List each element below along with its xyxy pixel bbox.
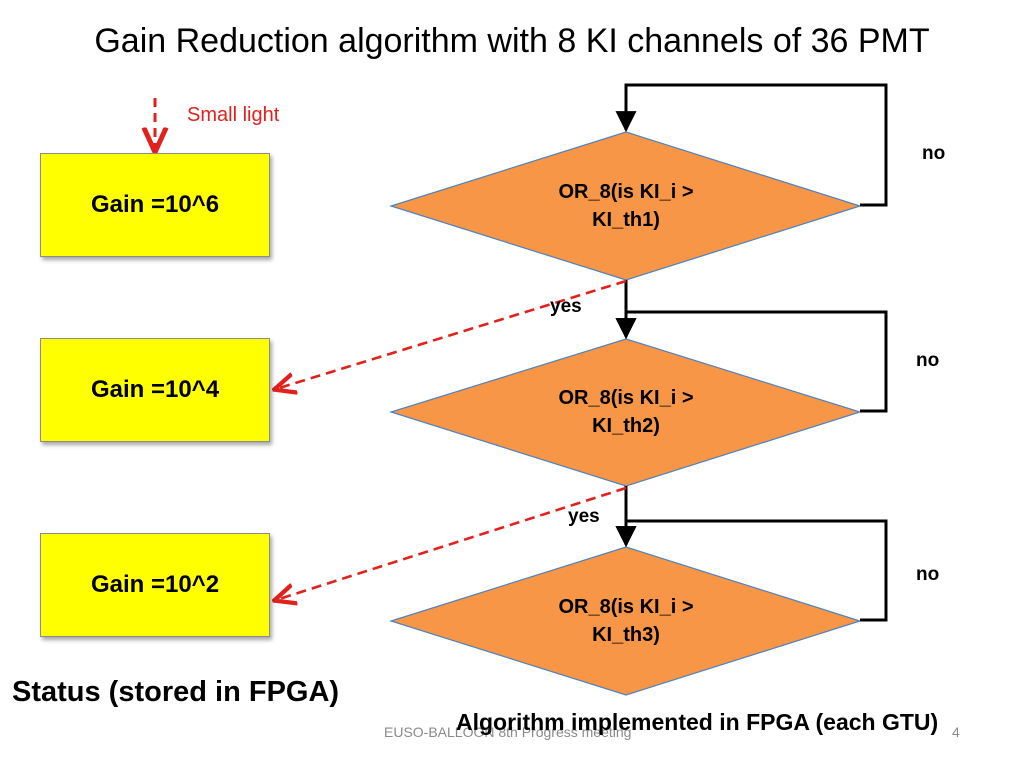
gain-box-3: Gain =10^2	[40, 533, 270, 637]
branch-label-yes-2: yes	[568, 506, 600, 527]
branch-label-yes-1: yes	[550, 296, 582, 317]
decision-1-line1: OR_8(is KI_i >	[558, 181, 694, 203]
gain-box-1: Gain =10^6	[40, 153, 270, 257]
decision-label-2: OR_8(is KI_i > KI_th2)	[526, 384, 726, 440]
decision-label-3: OR_8(is KI_i > KI_th3)	[526, 593, 726, 649]
decision-diamond-3	[389, 546, 862, 696]
decision-1-line2: KI_th1)	[592, 209, 660, 231]
small-light-label: Small light	[187, 104, 280, 126]
decision-2-line2: KI_th2)	[592, 415, 660, 437]
algorithm-label: Algorithm implemented in FPGA (each GTU)	[456, 709, 939, 735]
decision-3-line1: OR_8(is KI_i >	[558, 596, 694, 618]
dashed-arrow-to-gain-2	[276, 279, 627, 389]
decision-2-line1: OR_8(is KI_i >	[558, 387, 694, 409]
loop-no-1	[615, 83, 888, 207]
branch-label-no-3: no	[916, 564, 940, 585]
footer-text: EUSO-BALLOON 8th Progress meeting	[384, 724, 632, 740]
page-number: 4	[952, 724, 960, 740]
branch-label-no-2: no	[916, 350, 940, 371]
gain-box-2: Gain =10^4	[40, 338, 270, 442]
status-label: Status (stored in FPGA)	[12, 676, 340, 708]
dashed-arrow-to-gain-3	[276, 486, 627, 600]
slide-title: Gain Reduction algorithm with 8 KI chann…	[94, 22, 930, 60]
decision-label-1: OR_8(is KI_i > KI_th1)	[526, 178, 726, 234]
decision-3-line2: KI_th3)	[592, 624, 660, 646]
branch-label-no-1: no	[922, 143, 946, 164]
